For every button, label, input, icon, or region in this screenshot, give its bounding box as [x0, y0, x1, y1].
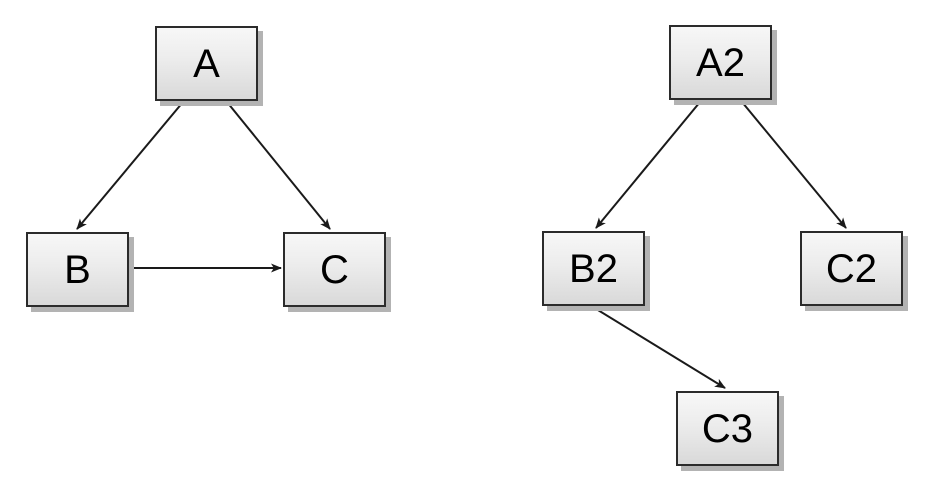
edge-B2-to-C3	[592, 306, 726, 389]
node-label-A: A	[193, 41, 220, 86]
edge-A-to-B	[76, 101, 184, 230]
node-A2: A2	[669, 25, 772, 100]
node-C3: C3	[676, 391, 779, 466]
node-A: A	[155, 26, 258, 101]
node-C: C	[283, 232, 386, 307]
node-B2: B2	[542, 231, 645, 306]
node-B: B	[26, 232, 129, 307]
node-label-B: B	[64, 247, 91, 292]
node-C2: C2	[800, 231, 903, 306]
node-label-B2: B2	[569, 246, 618, 291]
edge-A-to-C	[226, 101, 331, 230]
node-label-C2: C2	[825, 246, 878, 291]
node-label-C: C	[320, 247, 349, 292]
node-label-C3: C3	[701, 406, 754, 451]
node-label-A2: A2	[696, 40, 745, 85]
edge-A2-to-C2	[741, 101, 847, 229]
edge-A2-to-B2	[595, 101, 701, 229]
